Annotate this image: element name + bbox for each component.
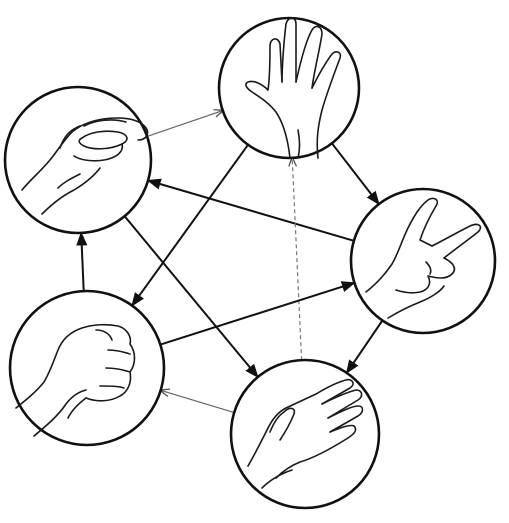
arrow-paper-to-spock [292, 158, 301, 360]
scissors-circle [351, 189, 495, 333]
rock-circle [10, 291, 164, 445]
arrow-rock-to-scissors [160, 283, 354, 345]
scissors-node [351, 189, 495, 333]
arrow-lizard-to-spock [147, 111, 223, 137]
lizard-node [5, 87, 151, 233]
arrow-scissors-to-lizard [148, 181, 354, 241]
paper-circle [231, 360, 379, 508]
arrow-spock-to-scissors [332, 143, 379, 204]
spock-circle [219, 18, 359, 158]
rock-node [10, 291, 164, 445]
arrow-paper-to-rock [161, 390, 235, 412]
paper-node [231, 360, 379, 508]
arrow-scissors-to-paper [347, 321, 383, 373]
spock-node [219, 18, 359, 158]
lizard-circle [5, 87, 151, 233]
arrow-rock-to-lizard [81, 233, 84, 291]
